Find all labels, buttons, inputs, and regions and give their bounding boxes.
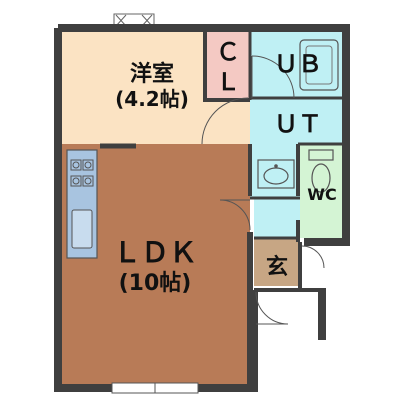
bath-label: ＵＢ — [274, 50, 322, 78]
utility-label: ＵＴ — [274, 110, 322, 138]
kitchen-counter — [66, 149, 98, 259]
utility-lower-floor — [254, 198, 300, 238]
toilet-bowl — [308, 149, 334, 193]
western-room-floor-ext — [205, 98, 250, 144]
wash-basin — [257, 159, 295, 189]
entrance-floor — [254, 238, 300, 286]
closet-label-bottom: Ｌ — [216, 68, 240, 96]
door-swings — [201, 55, 325, 325]
ldk-name: ＬＤＫ — [113, 236, 197, 269]
western-room-name: 洋室 — [130, 61, 174, 87]
western-room-floor — [62, 32, 205, 144]
bathtub — [299, 39, 339, 91]
entrance-label: 玄 — [266, 254, 288, 280]
closet-label-top: Ｃ — [216, 38, 240, 66]
toilet-label: WC — [307, 185, 336, 204]
closet-floor — [205, 32, 250, 98]
western-room-size: (4.2帖) — [115, 87, 189, 111]
ldk-size: (10帖) — [119, 271, 192, 296]
bottom-window — [111, 382, 199, 394]
